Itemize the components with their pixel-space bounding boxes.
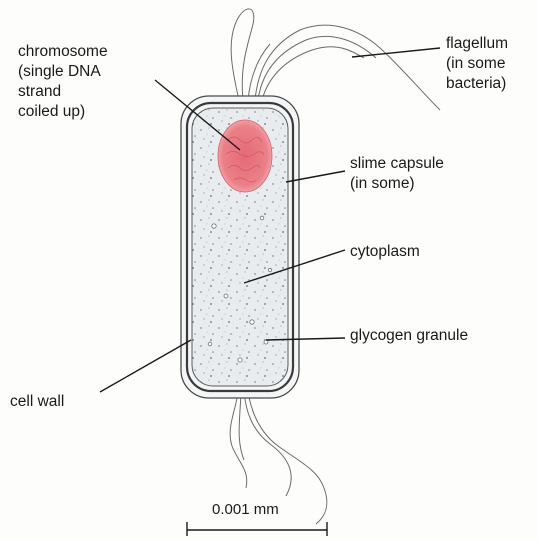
label-chromosome-line-3: strand <box>18 82 108 102</box>
label-flagellum-line-2: (in some <box>446 54 508 74</box>
label-chromosome-line-2: (single DNA <box>18 62 108 82</box>
label-slime-capsule: slime capsule (in some) <box>350 154 444 194</box>
label-flagellum-line-3: bacteria) <box>446 74 508 94</box>
label-glycogen-granule-line-1: glycogen granule <box>350 326 468 346</box>
label-slime-capsule-line-1: slime capsule <box>350 154 444 174</box>
label-glycogen-granule: glycogen granule <box>350 326 468 346</box>
scale-bar-label: 0.001 mm <box>212 500 279 520</box>
label-cell-wall: cell wall <box>10 392 64 412</box>
label-cell-wall-line-1: cell wall <box>10 392 64 412</box>
label-cytoplasm: cytoplasm <box>350 242 420 262</box>
label-slime-capsule-line-2: (in some) <box>350 174 444 194</box>
leader-cell-wall <box>100 340 191 392</box>
label-flagellum-line-1: flagellum <box>446 34 508 54</box>
flagella-top <box>231 9 440 110</box>
label-flagellum: flagellum (in some bacteria) <box>446 34 508 94</box>
label-chromosome-line-4: coiled up) <box>18 102 108 122</box>
label-cytoplasm-line-1: cytoplasm <box>350 242 420 262</box>
label-chromosome: chromosome (single DNA strand coiled up) <box>18 42 108 122</box>
scale-bar <box>187 522 327 536</box>
label-chromosome-line-1: chromosome <box>18 42 108 62</box>
